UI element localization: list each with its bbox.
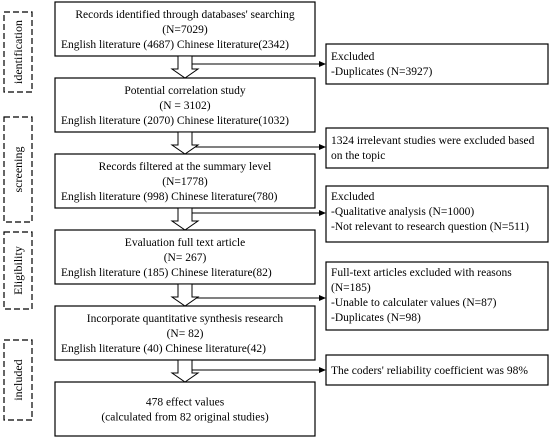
side-box-5 [325, 354, 549, 386]
flow-down-arrow [170, 55, 200, 79]
side-box-line: The coders' reliability coefficient was … [331, 365, 528, 377]
flow-box-line: Evaluation full text article [125, 237, 245, 249]
flow-down-arrow [170, 131, 200, 155]
flow-box-line: English literature (40) Chinese literatu… [61, 343, 266, 355]
flow-box-4 [54, 229, 316, 285]
exclusion-arrowhead [319, 61, 326, 67]
flow-box-line: (N= 267) [164, 252, 207, 264]
flow-box-6 [54, 381, 316, 437]
stage-label: identification [11, 20, 25, 84]
flow-box-line: Records identified through databases' se… [75, 9, 294, 21]
flow-box-line: Potential correlation study [124, 85, 246, 97]
stage-label: included [11, 359, 25, 400]
side-box-line: Full-text articles excluded with reasons [331, 267, 512, 279]
side-box-line: -Qualitative analysis (N=1000) [331, 206, 474, 218]
stage-label: screening [11, 147, 25, 193]
flow-box-2 [54, 77, 316, 133]
exclusion-arrowhead [319, 210, 326, 216]
side-box-line: -Duplicates (N=3927) [331, 66, 433, 78]
flow-box-line: (N=1778) [162, 176, 208, 188]
side-box-line: (N=185) [331, 282, 371, 294]
side-box-2 [325, 127, 549, 169]
flow-box-line: (N=7029) [162, 24, 208, 36]
side-box-1 [325, 43, 549, 85]
side-box-line: 1324 irrelevant studies were excluded ba… [331, 135, 535, 147]
flow-box-line: English literature (185) Chinese literat… [61, 267, 272, 279]
flow-box-line: Records filtered at the summary level [99, 161, 272, 173]
side-box-line: -Not relevant to research question (N=51… [331, 221, 529, 233]
stage-label: Eligibility [11, 246, 25, 295]
exclusion-arrowhead [319, 295, 326, 301]
side-box-layer: Excluded -Duplicates (N=3927) 1324 irrelev… [325, 43, 549, 386]
stage-box-eligibility [3, 231, 33, 310]
flow-down-arrow [170, 359, 200, 383]
flow-box-line: (N = 3102) [159, 100, 210, 112]
side-box-line: -Duplicates (N=98) [331, 312, 421, 324]
flow-box-line: 478 effect values [146, 397, 225, 409]
flow-box-line: (N= 82) [167, 328, 204, 340]
flow-down-arrow [170, 283, 200, 307]
main-box-layer: Records identified through databases' se… [54, 1, 316, 437]
flow-box-line: English literature (998) Chinese literat… [61, 191, 278, 203]
side-box-line: -Unable to calculater values (N=87) [331, 297, 497, 309]
stage-box-included [3, 339, 33, 421]
arrow-layer [170, 55, 200, 383]
side-box-line: Excluded [331, 191, 375, 203]
side-box-3 [325, 185, 549, 243]
side-box-line: Excluded [331, 51, 375, 63]
stage-box-screening [3, 116, 33, 223]
flow-box-line: (calculated from 82 original studies) [101, 412, 269, 424]
flow-box-line: English literature (4687) Chinese litera… [61, 39, 289, 51]
exclusion-arrowhead [319, 144, 326, 150]
connector-layer [185, 61, 326, 373]
flow-down-arrow [170, 207, 200, 231]
side-box-4 [325, 261, 549, 331]
flow-box-3 [54, 153, 316, 209]
exclusion-arrowhead [319, 367, 326, 373]
flow-box-1 [54, 1, 316, 57]
stage-box-identification [3, 11, 33, 93]
flow-box-line: Incorporate quantitative synthesis resea… [87, 313, 284, 325]
flow-box-line: English literature (2070) Chinese litera… [61, 115, 289, 127]
side-box-line: on the topic [331, 150, 385, 162]
